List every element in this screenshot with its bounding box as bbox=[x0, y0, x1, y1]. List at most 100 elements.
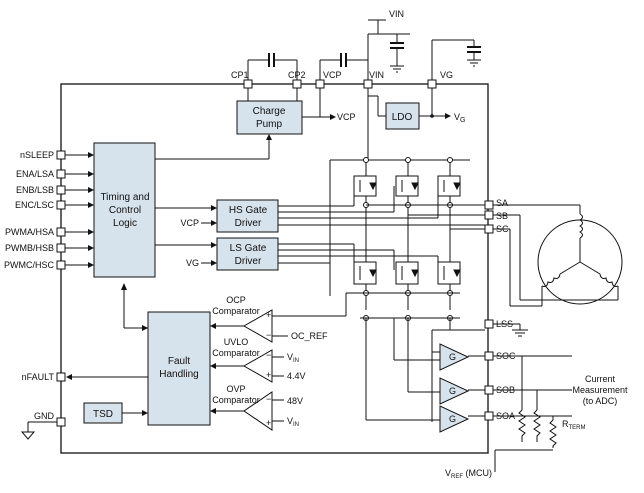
pin-label-vin: VIN bbox=[369, 70, 384, 80]
hs-fet-b bbox=[395, 175, 419, 197]
phase-leg-a bbox=[363, 157, 369, 321]
label-sb: SB bbox=[496, 211, 508, 221]
timing-to-ls-arrow bbox=[211, 242, 217, 248]
pin-vcp bbox=[315, 79, 325, 89]
ovp-label-1: OVP bbox=[226, 384, 245, 394]
label-pwmb: PWMB/HSB bbox=[5, 243, 54, 253]
input-wires bbox=[65, 152, 94, 268]
hs-fet-c bbox=[437, 175, 461, 197]
vcp-in-label: VCP bbox=[180, 218, 199, 228]
uvlo-label-1: UVLO bbox=[224, 337, 249, 347]
ovp-vin-label: VIN bbox=[287, 416, 299, 428]
current-meas-label-3: (to ADC) bbox=[583, 396, 618, 406]
label-nfault: nFAULT bbox=[22, 372, 55, 382]
hs-gate-label-1: HS Gate bbox=[229, 205, 268, 216]
svg-text:+: + bbox=[266, 310, 271, 320]
ocp-label-2: Comparator bbox=[212, 306, 260, 316]
ocp-label-1: OCP bbox=[226, 295, 246, 305]
timing-to-hs-arrow bbox=[211, 205, 217, 211]
timing-to-cp-arrow bbox=[266, 134, 272, 140]
pin-label-cp1: CP1 bbox=[231, 70, 249, 80]
label-pwma: PWMA/HSA bbox=[5, 227, 54, 237]
label-gnd: GND bbox=[34, 411, 55, 421]
hs-gate-driver-block bbox=[216, 199, 279, 233]
oc-ref-label: OC_REF bbox=[291, 331, 328, 341]
pin-cp2 bbox=[292, 79, 302, 89]
pin-nsleep bbox=[56, 150, 66, 160]
fault-label-1: Fault bbox=[168, 356, 190, 367]
rterm-label: RTERM bbox=[562, 419, 586, 431]
uvlo-comparator: − + bbox=[210, 349, 284, 383]
label-pwmc: PWMC/HSC bbox=[4, 260, 54, 270]
svg-text:−: − bbox=[266, 394, 271, 404]
ls-gate-driver-block bbox=[216, 237, 279, 271]
tsd-label: TSD bbox=[93, 409, 113, 420]
pin-nfault bbox=[56, 372, 66, 382]
svg-text:+: + bbox=[266, 418, 271, 428]
timing-fault-arrow-right bbox=[142, 325, 148, 331]
svg-text:G: G bbox=[449, 386, 456, 396]
pin-pwmb bbox=[56, 243, 66, 253]
pin-soa bbox=[484, 411, 494, 421]
ldo-out-arrow bbox=[445, 113, 451, 119]
pin-vin bbox=[363, 79, 373, 89]
charge-pump-block bbox=[236, 100, 303, 135]
vg-out-label: VG bbox=[454, 112, 465, 124]
pin-label-cp2: CP2 bbox=[288, 70, 306, 80]
timing-label-3: Logic bbox=[113, 218, 137, 229]
ls-fet-a bbox=[353, 261, 377, 285]
fault-label-2: Handling bbox=[159, 369, 198, 380]
ldo-label: LDO bbox=[392, 112, 413, 123]
label-enc: ENC/LSC bbox=[15, 200, 55, 210]
charge-pump-label-2: Pump bbox=[256, 119, 283, 130]
bridge-rails bbox=[329, 96, 470, 296]
phase-outputs bbox=[366, 204, 485, 230]
pin-ena bbox=[56, 169, 66, 179]
pin-pwma bbox=[56, 227, 66, 237]
vref-label: VREF (MCU) bbox=[445, 468, 492, 480]
pin-enb bbox=[56, 185, 66, 195]
ls-gate-wires bbox=[278, 243, 439, 270]
pin-label-vg: VG bbox=[440, 70, 453, 80]
timing-fault-arrow-up bbox=[121, 283, 127, 290]
uvlo-label-2: Comparator bbox=[212, 348, 260, 358]
label-ena: ENA/LSA bbox=[16, 169, 54, 179]
label-enb: ENB/LSB bbox=[16, 185, 54, 195]
svg-text:G: G bbox=[449, 414, 456, 424]
ls-fet-c bbox=[437, 261, 461, 285]
pin-gnd bbox=[56, 417, 66, 427]
pin-enc bbox=[56, 200, 66, 210]
timing-label-2: Control bbox=[109, 205, 141, 216]
pin-sc bbox=[484, 224, 494, 234]
pin-sb bbox=[484, 210, 494, 220]
pin-sa bbox=[484, 200, 494, 210]
ls-gate-label-2: Driver bbox=[235, 256, 262, 267]
charge-pump-label-1: Charge bbox=[253, 106, 286, 117]
ovp-label-2: Comparator bbox=[212, 395, 260, 405]
amp-soa: G bbox=[439, 405, 485, 433]
vin-rail-label: VIN bbox=[389, 9, 404, 19]
uvlo-threshold-label: 4.4V bbox=[287, 371, 306, 381]
phase-leg-c bbox=[447, 157, 453, 321]
svg-text:+: + bbox=[266, 370, 271, 380]
nfault-arrow bbox=[66, 374, 72, 380]
ovp-threshold-label: 48V bbox=[287, 396, 303, 406]
current-meas-label-1: Current bbox=[585, 374, 616, 384]
fault-handling-block bbox=[147, 311, 211, 426]
svg-text:G: G bbox=[449, 352, 456, 362]
pin-cp1 bbox=[243, 79, 253, 89]
hs-fet-a bbox=[353, 175, 377, 197]
ldo-block bbox=[385, 102, 420, 130]
ovp-comparator: − + bbox=[210, 391, 284, 431]
ls-gate-label-1: LS Gate bbox=[230, 243, 267, 254]
motor bbox=[493, 204, 623, 307]
hs-gate-label-2: Driver bbox=[235, 218, 262, 229]
adc-outputs bbox=[493, 355, 572, 451]
pin-lss bbox=[484, 319, 494, 329]
vg-in-arrow bbox=[211, 260, 217, 266]
svg-text:−: − bbox=[266, 330, 271, 340]
sense-bus bbox=[346, 292, 485, 422]
pin-vg bbox=[427, 79, 437, 89]
timing-control-block bbox=[93, 142, 156, 278]
